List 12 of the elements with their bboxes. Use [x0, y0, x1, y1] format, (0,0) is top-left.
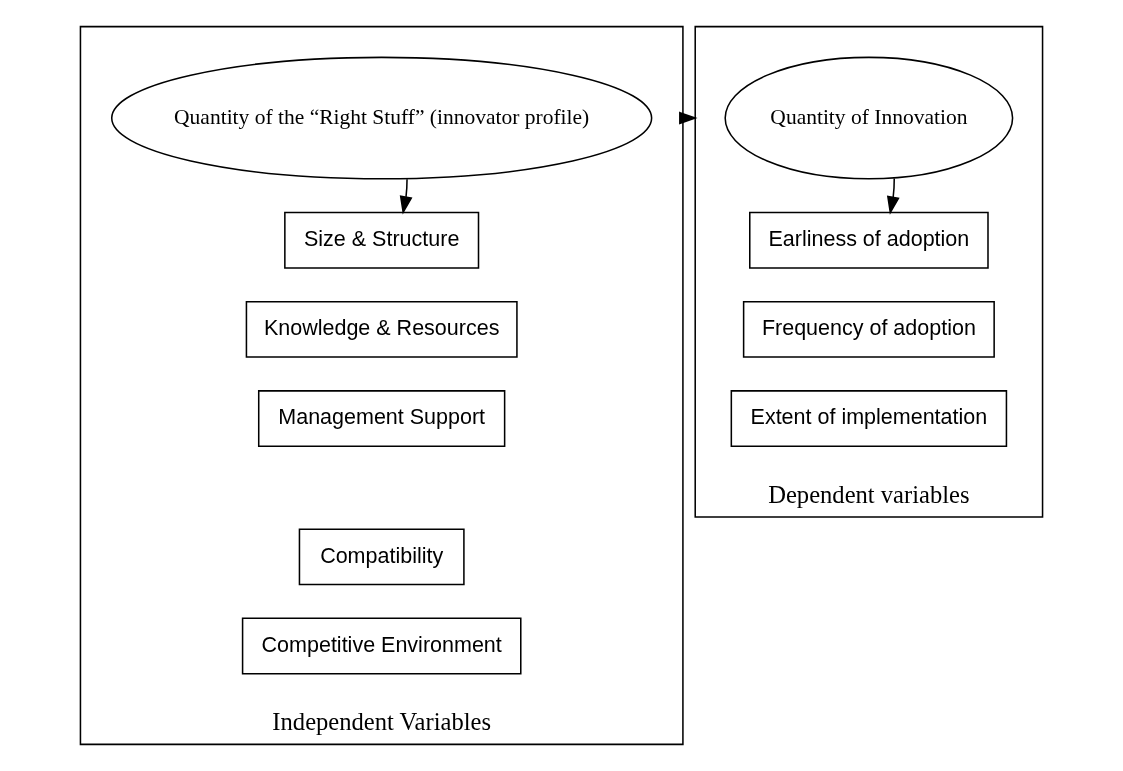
node-box: Competitive Environment — [241, 617, 522, 675]
node-box: Extent of implementation — [730, 390, 1008, 447]
node-box: Earliness of adoption — [749, 211, 989, 269]
node-box: Size & Structure — [284, 211, 480, 269]
node-ellipse: Quantity of the “Right Stuff” (innovator profile) — [110, 56, 653, 180]
node-box: Knowledge & Resources — [245, 300, 518, 358]
node-box: Compatibility — [298, 528, 465, 586]
arrow — [399, 178, 413, 215]
arrow — [886, 177, 900, 215]
node-box: Frequency of adoption — [742, 300, 995, 358]
node-box: Management Support — [257, 390, 506, 447]
node-ellipse: Quantity of Innovation — [724, 56, 1014, 180]
